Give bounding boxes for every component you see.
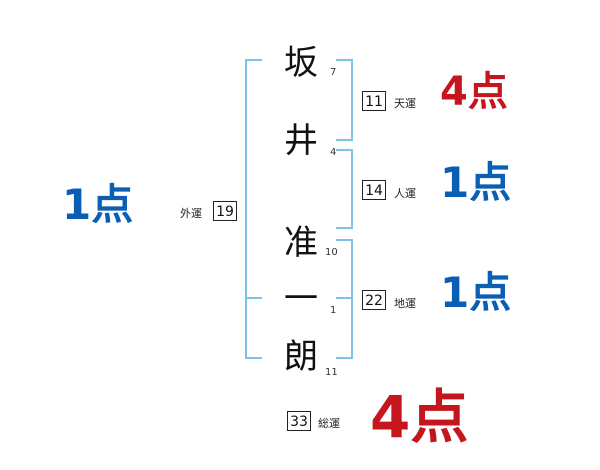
outer-bracket [245,59,262,359]
ten-bracket [336,59,353,141]
ten-un-label: 天運 [394,97,416,110]
name-char-4: 一 [284,279,318,319]
total-score: 4点 [370,383,469,451]
ten-un-score: 4点 [440,69,508,115]
chi-un-label: 地運 [394,297,416,310]
chi-un-value: 22 [362,290,386,310]
jin-bracket [336,149,353,229]
stroke-count-2: 4 [330,147,337,158]
stroke-count-4: 1 [330,305,337,316]
gai-un-value: 19 [213,201,237,221]
name-char-5: 朗 [284,337,318,377]
stroke-count-1: 7 [330,67,337,78]
gai-un-label: 外運 [180,207,202,220]
stroke-count-5: 11 [325,367,338,378]
total-label: 総運 [318,417,340,430]
jin-un-score: 1点 [440,158,512,207]
chi-un-score: 1点 [440,268,512,317]
total-value: 33 [287,411,311,431]
jin-un-label: 人運 [394,187,416,200]
name-char-2: 井 [284,121,318,161]
name-char-3: 准 [284,223,318,263]
stroke-count-3: 10 [325,247,338,258]
gai-un-score: 1点 [62,180,134,229]
jin-un-value: 14 [362,180,386,200]
ten-un-value: 11 [362,91,386,111]
name-char-1: 坂 [284,43,318,83]
